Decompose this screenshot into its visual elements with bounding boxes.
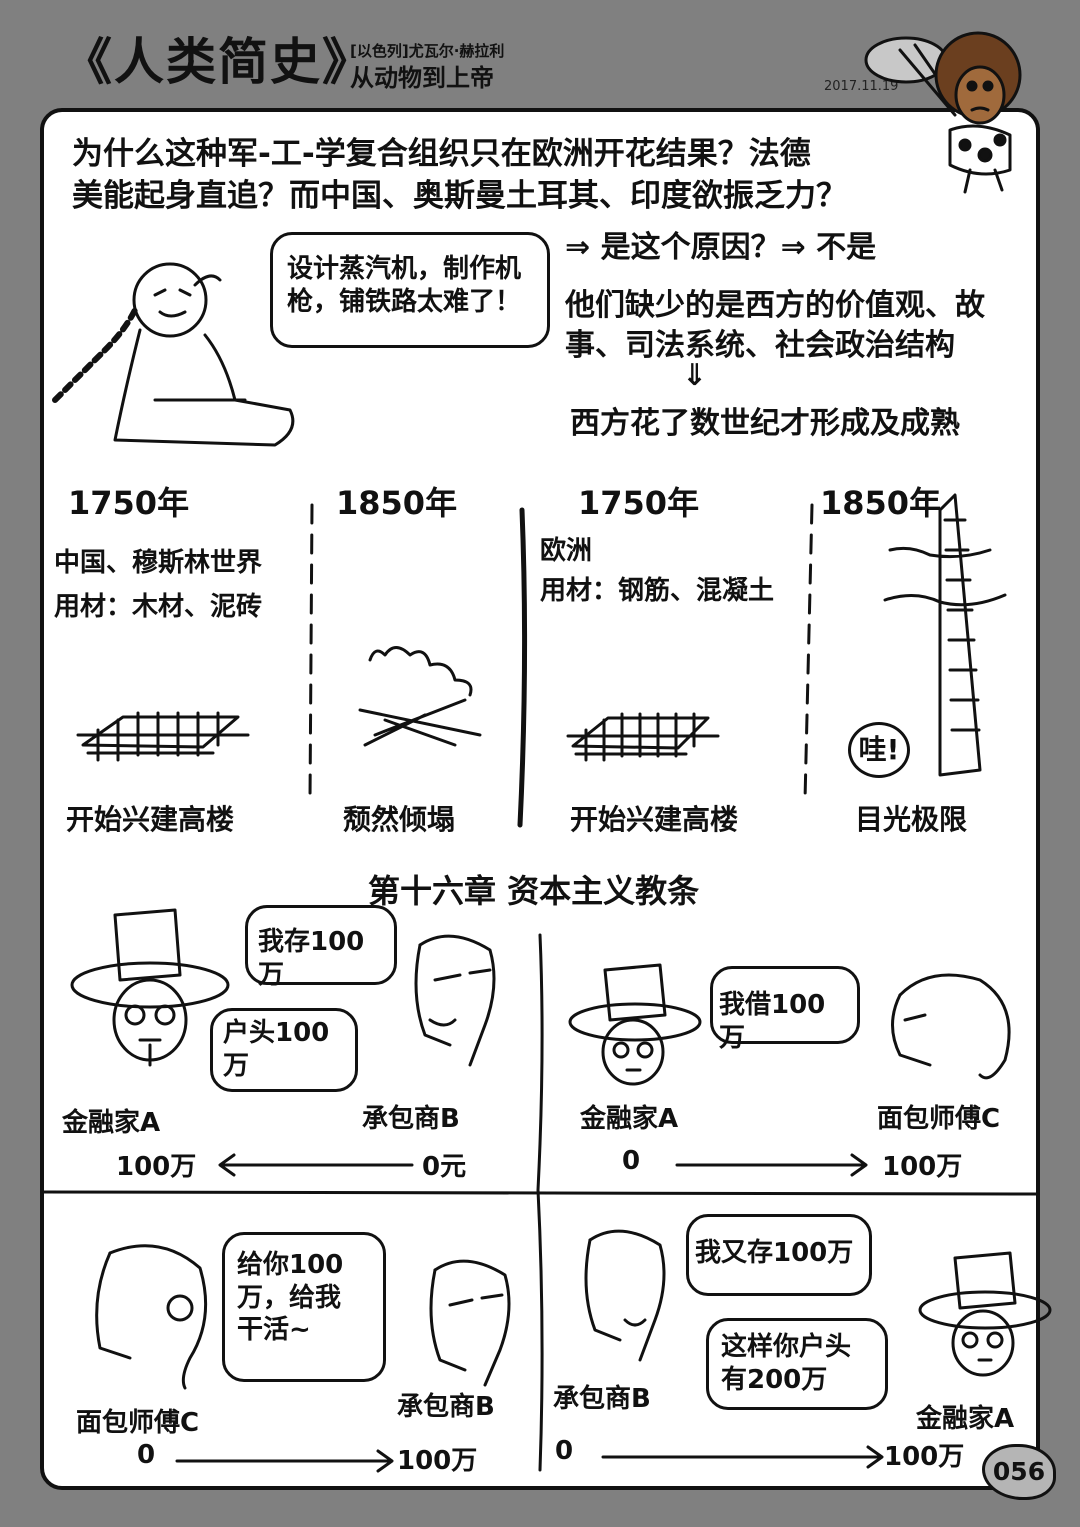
p2-bubble-text: 我借100万 — [719, 990, 826, 1053]
timeline-col3-caption: 开始兴建高楼 — [570, 803, 739, 836]
p1-transfer-arrow-icon — [218, 1153, 414, 1177]
timeline-col1-region: 中国、穆斯林世界 — [54, 548, 263, 578]
p1-speech-bubble-1: 我存100万 — [245, 905, 397, 990]
steam-engine-speech-bubble: 设计蒸汽机，制作机 枪，铺铁路太难了！ — [270, 232, 550, 348]
timeline-col1-year: 1750年 — [68, 484, 190, 522]
timeline-col4-caption: 目光极限 — [855, 803, 968, 836]
p3-transfer-arrow-icon — [175, 1449, 394, 1473]
p2-speech-bubble: 我借100万 — [710, 966, 860, 1053]
book-author: [以色列]尤瓦尔·赫拉利 — [350, 42, 505, 60]
p1-right-name: 承包商B — [362, 1104, 460, 1134]
p3-left-name: 面包师傅C — [76, 1408, 200, 1438]
reason-question: ⇒ 是这个原因？⇒ 不是 — [565, 230, 877, 265]
p4-right-name: 金融家A — [916, 1404, 1015, 1434]
conclusion-text: 西方花了数世纪才形成及成熟 — [570, 406, 960, 441]
p1-speech-bubble-2: 户头100 万 — [210, 1008, 358, 1092]
question-line-2: 美能起身直追？而中国、奥斯曼土耳其、印度欲振乏力？ — [72, 178, 847, 214]
p3-speech-bubble: 给你100 万，给我 干活~ — [222, 1232, 386, 1382]
p3-left-value: 0 — [137, 1440, 156, 1470]
foundation-sketch-icon-2 — [566, 712, 720, 762]
bubble-line-1: 设计蒸汽机，制作机 — [287, 254, 522, 284]
baker-c-figure-icon — [891, 973, 1011, 1080]
timeline-col1-caption: 开始兴建高楼 — [66, 803, 235, 836]
p4-speech-bubble-1: 我又存100万 — [686, 1214, 872, 1296]
p2-right-value: 100万 — [882, 1152, 963, 1182]
collapsed-ruins-icon — [358, 646, 482, 747]
p4-right-value: 100万 — [884, 1442, 965, 1472]
financier-a-figure-icon-3 — [918, 1251, 1052, 1377]
old-man-figure-icon — [52, 262, 295, 447]
contractor-b-figure-icon-3 — [584, 1229, 666, 1362]
caveman-mascot-icon — [864, 31, 1022, 194]
p4-left-name: 承包商B — [553, 1384, 651, 1414]
p2-left-value: 0 — [622, 1146, 641, 1176]
contractor-b-figure-icon — [414, 934, 496, 1067]
contractor-b-figure-icon-2 — [429, 1259, 511, 1387]
page-number: 056 — [982, 1444, 1056, 1500]
p4-transfer-arrow-icon — [601, 1445, 884, 1469]
timeline-col2-year: 1850年 — [336, 484, 458, 522]
timeline-col3-year: 1750年 — [578, 484, 700, 522]
p3-right-value: 100万 — [397, 1446, 478, 1476]
p4-bubble-2-text: 这样你户头 有200万 — [721, 1332, 852, 1395]
p3-right-name: 承包商B — [397, 1392, 495, 1422]
p1-right-value: 0元 — [422, 1152, 467, 1182]
down-arrow: ⇓ — [682, 358, 708, 393]
p1-bubble-2-text: 户头100 万 — [223, 1018, 330, 1081]
p1-left-value: 100万 — [116, 1152, 197, 1182]
p4-left-value: 0 — [555, 1436, 574, 1466]
p1-bubble-1-text: 我存100万 — [258, 927, 365, 990]
chapter-title: 第十六章 资本主义教条 — [368, 872, 700, 910]
financier-a-figure-icon-2 — [568, 963, 702, 1086]
wow-text: 哇! — [858, 733, 900, 766]
p4-speech-bubble-2: 这样你户头 有200万 — [706, 1318, 888, 1410]
p2-transfer-arrow-icon — [675, 1153, 868, 1177]
timeline-col2-caption: 颓然倾塌 — [343, 803, 456, 836]
wow-bubble: 哇! — [848, 722, 910, 778]
p3-bubble-text: 给你100 万，给我 干活~ — [237, 1250, 344, 1345]
p1-left-name: 金融家A — [62, 1108, 161, 1138]
answer-line-1: 他们缺少的是西方的价值观、故 — [565, 288, 985, 323]
baker-c-figure-icon-2 — [95, 1244, 208, 1390]
foundation-sketch-icon — [76, 711, 250, 762]
bubble-line-2: 枪，铺铁路太难了！ — [287, 286, 522, 317]
skyscraper-icon — [883, 493, 1007, 777]
answer-line-2: 事、司法系统、社会政治结构 — [565, 328, 955, 363]
note-date: 2017.11.19 — [824, 79, 899, 94]
timeline-col3-region: 欧洲 — [540, 536, 593, 566]
book-title: 《人类简史》 — [62, 33, 374, 91]
question-line-1: 为什么这种军-工-学复合组织只在欧洲开花结果？法德 — [72, 136, 811, 172]
financier-a-figure-icon — [70, 908, 230, 1067]
p2-left-name: 金融家A — [580, 1104, 679, 1134]
book-subtitle: 从动物到上帝 — [350, 64, 494, 92]
p2-right-name: 面包师傅C — [877, 1104, 1001, 1134]
p4-bubble-1-text: 我又存100万 — [695, 1238, 854, 1268]
timeline-col1-material: 用材：木材、泥砖 — [54, 592, 263, 622]
timeline-col3-material: 用材：钢筋、混凝土 — [540, 576, 775, 606]
timeline-col4-year: 1850年 — [820, 484, 942, 522]
